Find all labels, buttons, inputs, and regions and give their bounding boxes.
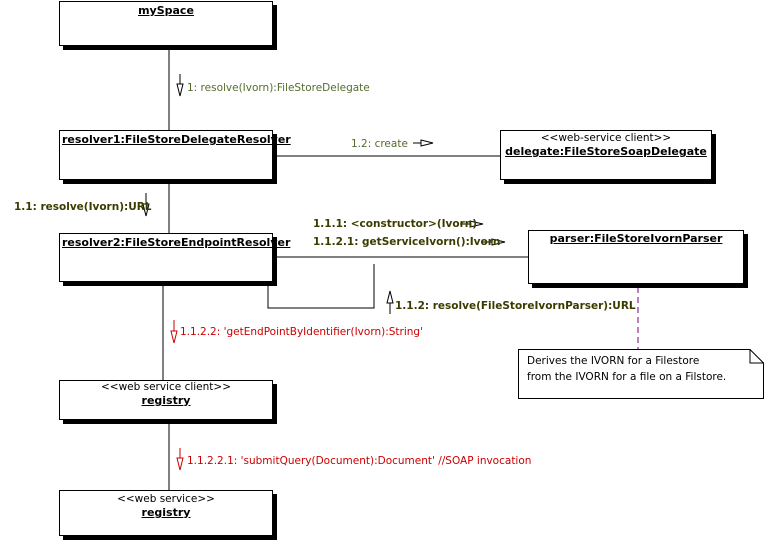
- note-line-2: from the IVORN for a file on a Filstore.: [527, 371, 727, 383]
- message-1-1-2-2: 1.1.2.2: 'getEndPointByIdentifier(Ivorn)…: [180, 326, 423, 338]
- object-registry-service[interactable]: <<web service>> registry: [59, 490, 273, 536]
- object-delegate-name: delegate:FileStoreSoapDelegate: [505, 145, 707, 158]
- message-1-1-2-1: 1.1.2.1: getServiceIvorn():Ivorn: [313, 236, 501, 248]
- arrowhead-m1-1: [142, 203, 150, 217]
- message-1-2: 1.2: create: [351, 138, 408, 150]
- object-registry-client[interactable]: <<web service client>> registry: [59, 380, 273, 420]
- message-1-1-1: 1.1.1: <constructor>(Ivorn): [313, 218, 478, 230]
- object-delegate-stereotype: <<web-service client>>: [540, 132, 672, 144]
- message-1: 1: resolve(Ivorn):FileStoreDelegate: [187, 82, 370, 94]
- object-registry-service-name: registry: [141, 506, 191, 519]
- message-1-1: 1.1: resolve(Ivorn):URL: [14, 201, 152, 213]
- object-registry-service-stereotype: <<web service>>: [117, 493, 215, 505]
- message-1-1-2-2-1: 1.1.2.2.1: 'submitQuery(Document):Docume…: [187, 455, 532, 467]
- arrowhead-m1-1-1: [469, 220, 484, 228]
- object-resolver2[interactable]: resolver2:FileStoreEndpointResolver: [59, 233, 291, 282]
- note-shape: [518, 349, 764, 399]
- arrowhead-m1-2: [420, 139, 434, 147]
- arrowhead-m1-1-2: [386, 290, 394, 304]
- object-parser-name: parser:FileStoreIvornParser: [549, 232, 723, 245]
- note[interactable]: Derives the IVORN for a Filestore from t…: [518, 349, 764, 399]
- object-myspace-name: mySpace: [138, 4, 194, 17]
- object-resolver1-name: resolver1:FileStoreDelegateResolver: [62, 133, 291, 146]
- object-resolver1[interactable]: resolver1:FileStoreDelegateResolver: [59, 130, 291, 180]
- note-line-1: Derives the IVORN for a Filestore: [527, 355, 700, 367]
- arrowhead-m1-1-2-2: [170, 330, 178, 344]
- object-registry-client-stereotype: <<web service client>>: [100, 381, 232, 393]
- object-registry-client-name: registry: [141, 394, 191, 407]
- arrowhead-m1-1-2-2-1: [176, 457, 184, 471]
- arrowhead-m1: [176, 83, 184, 97]
- object-parser[interactable]: parser:FileStoreIvornParser: [528, 230, 744, 284]
- arrowhead-m1-1-2-1: [491, 238, 506, 246]
- object-delegate[interactable]: <<web-service client>> delegate:FileStor…: [500, 130, 712, 180]
- message-1-1-2: 1.1.2: resolve(FileStoreIvornParser):URL: [395, 300, 636, 312]
- link-resolver2-self: [267, 264, 375, 309]
- object-myspace[interactable]: mySpace: [59, 1, 273, 46]
- object-resolver2-name: resolver2:FileStoreEndpointResolver: [62, 236, 291, 249]
